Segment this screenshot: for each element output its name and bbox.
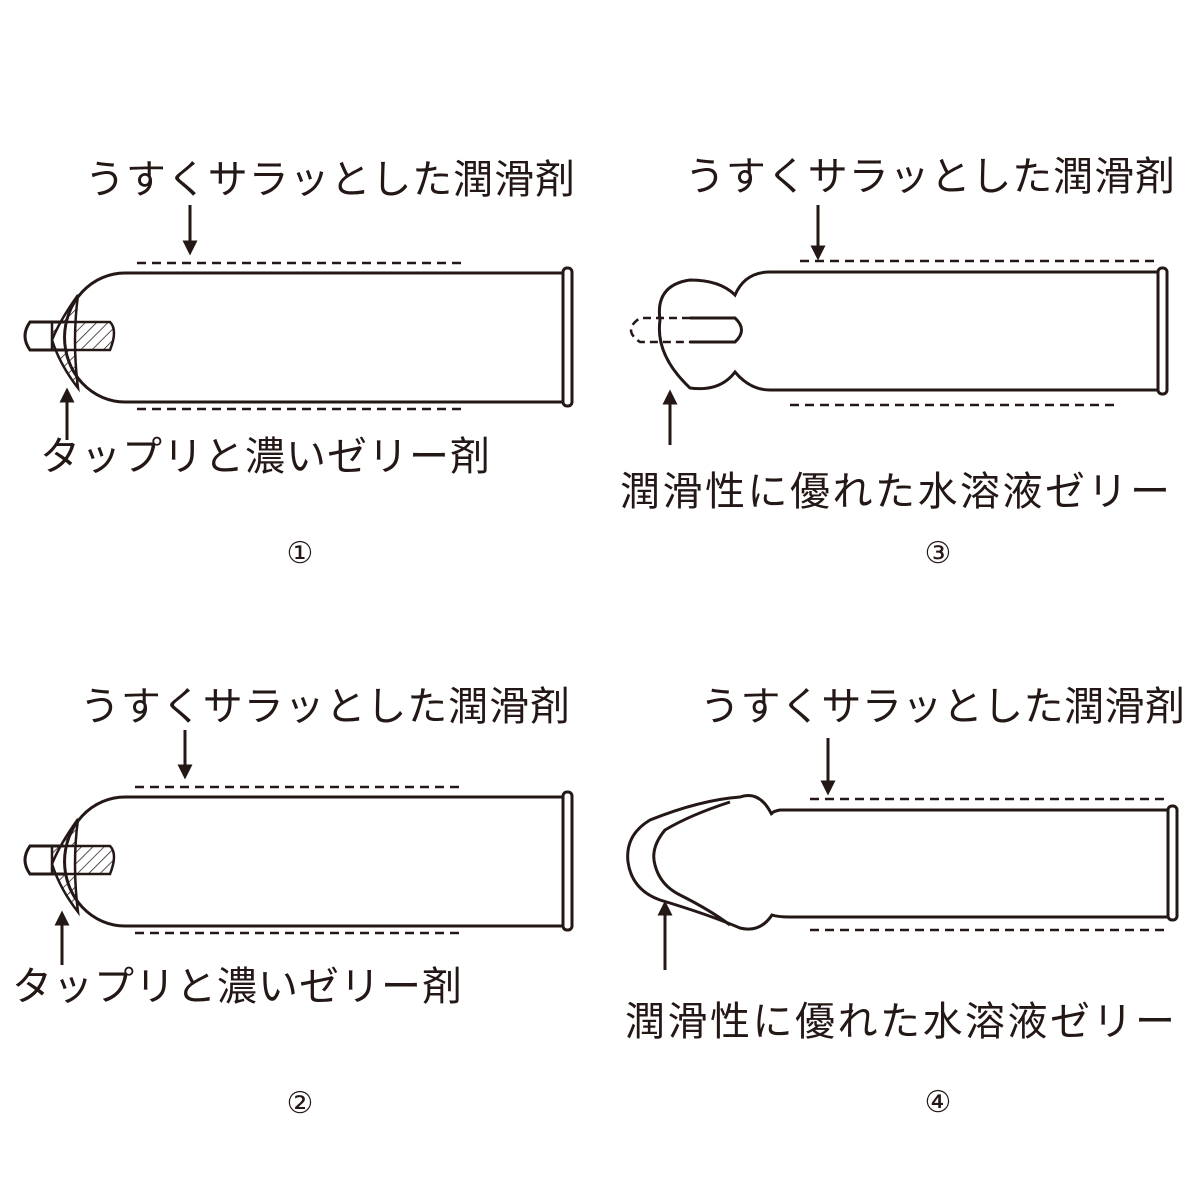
- top-label: うすくサラッとした潤滑剤: [700, 684, 1185, 730]
- bottom-label: タップリと濃いゼリー剤: [12, 964, 462, 1010]
- panel-number: ②: [287, 1086, 314, 1121]
- panel-number: ①: [287, 536, 314, 571]
- panel-2: うすくサラッとした潤滑剤 タップリと濃いゼリー剤 ②: [12, 684, 574, 1121]
- bottom-label: 潤滑性に優れた水溶液ゼリー: [620, 469, 1170, 515]
- panel-4: うすくサラッとした潤滑剤 潤滑性に優れた水溶液ゼリー ④: [625, 684, 1185, 1120]
- panel-number: ④: [925, 1085, 952, 1120]
- condom-illustration: [629, 266, 1169, 396]
- top-label: うすくサラッとした潤滑剤: [685, 154, 1175, 200]
- bottom-label: タップリと濃いゼリー剤: [40, 434, 490, 480]
- top-label: うすくサラッとした潤滑剤: [85, 157, 575, 203]
- top-label: うすくサラッとした潤滑剤: [80, 684, 570, 730]
- condom-illustration: [23, 790, 574, 932]
- condom-illustration: [23, 266, 574, 408]
- bottom-label: 潤滑性に優れた水溶液ゼリー: [625, 999, 1175, 1045]
- panel-1: うすくサラッとした潤滑剤 タップリと濃いゼリー剤 ①: [23, 157, 575, 571]
- condom-illustration: [626, 794, 1179, 931]
- panel-3: うすくサラッとした潤滑剤 潤滑性に優れた水溶液ゼリー ③: [620, 154, 1175, 571]
- panel-number: ③: [925, 536, 952, 571]
